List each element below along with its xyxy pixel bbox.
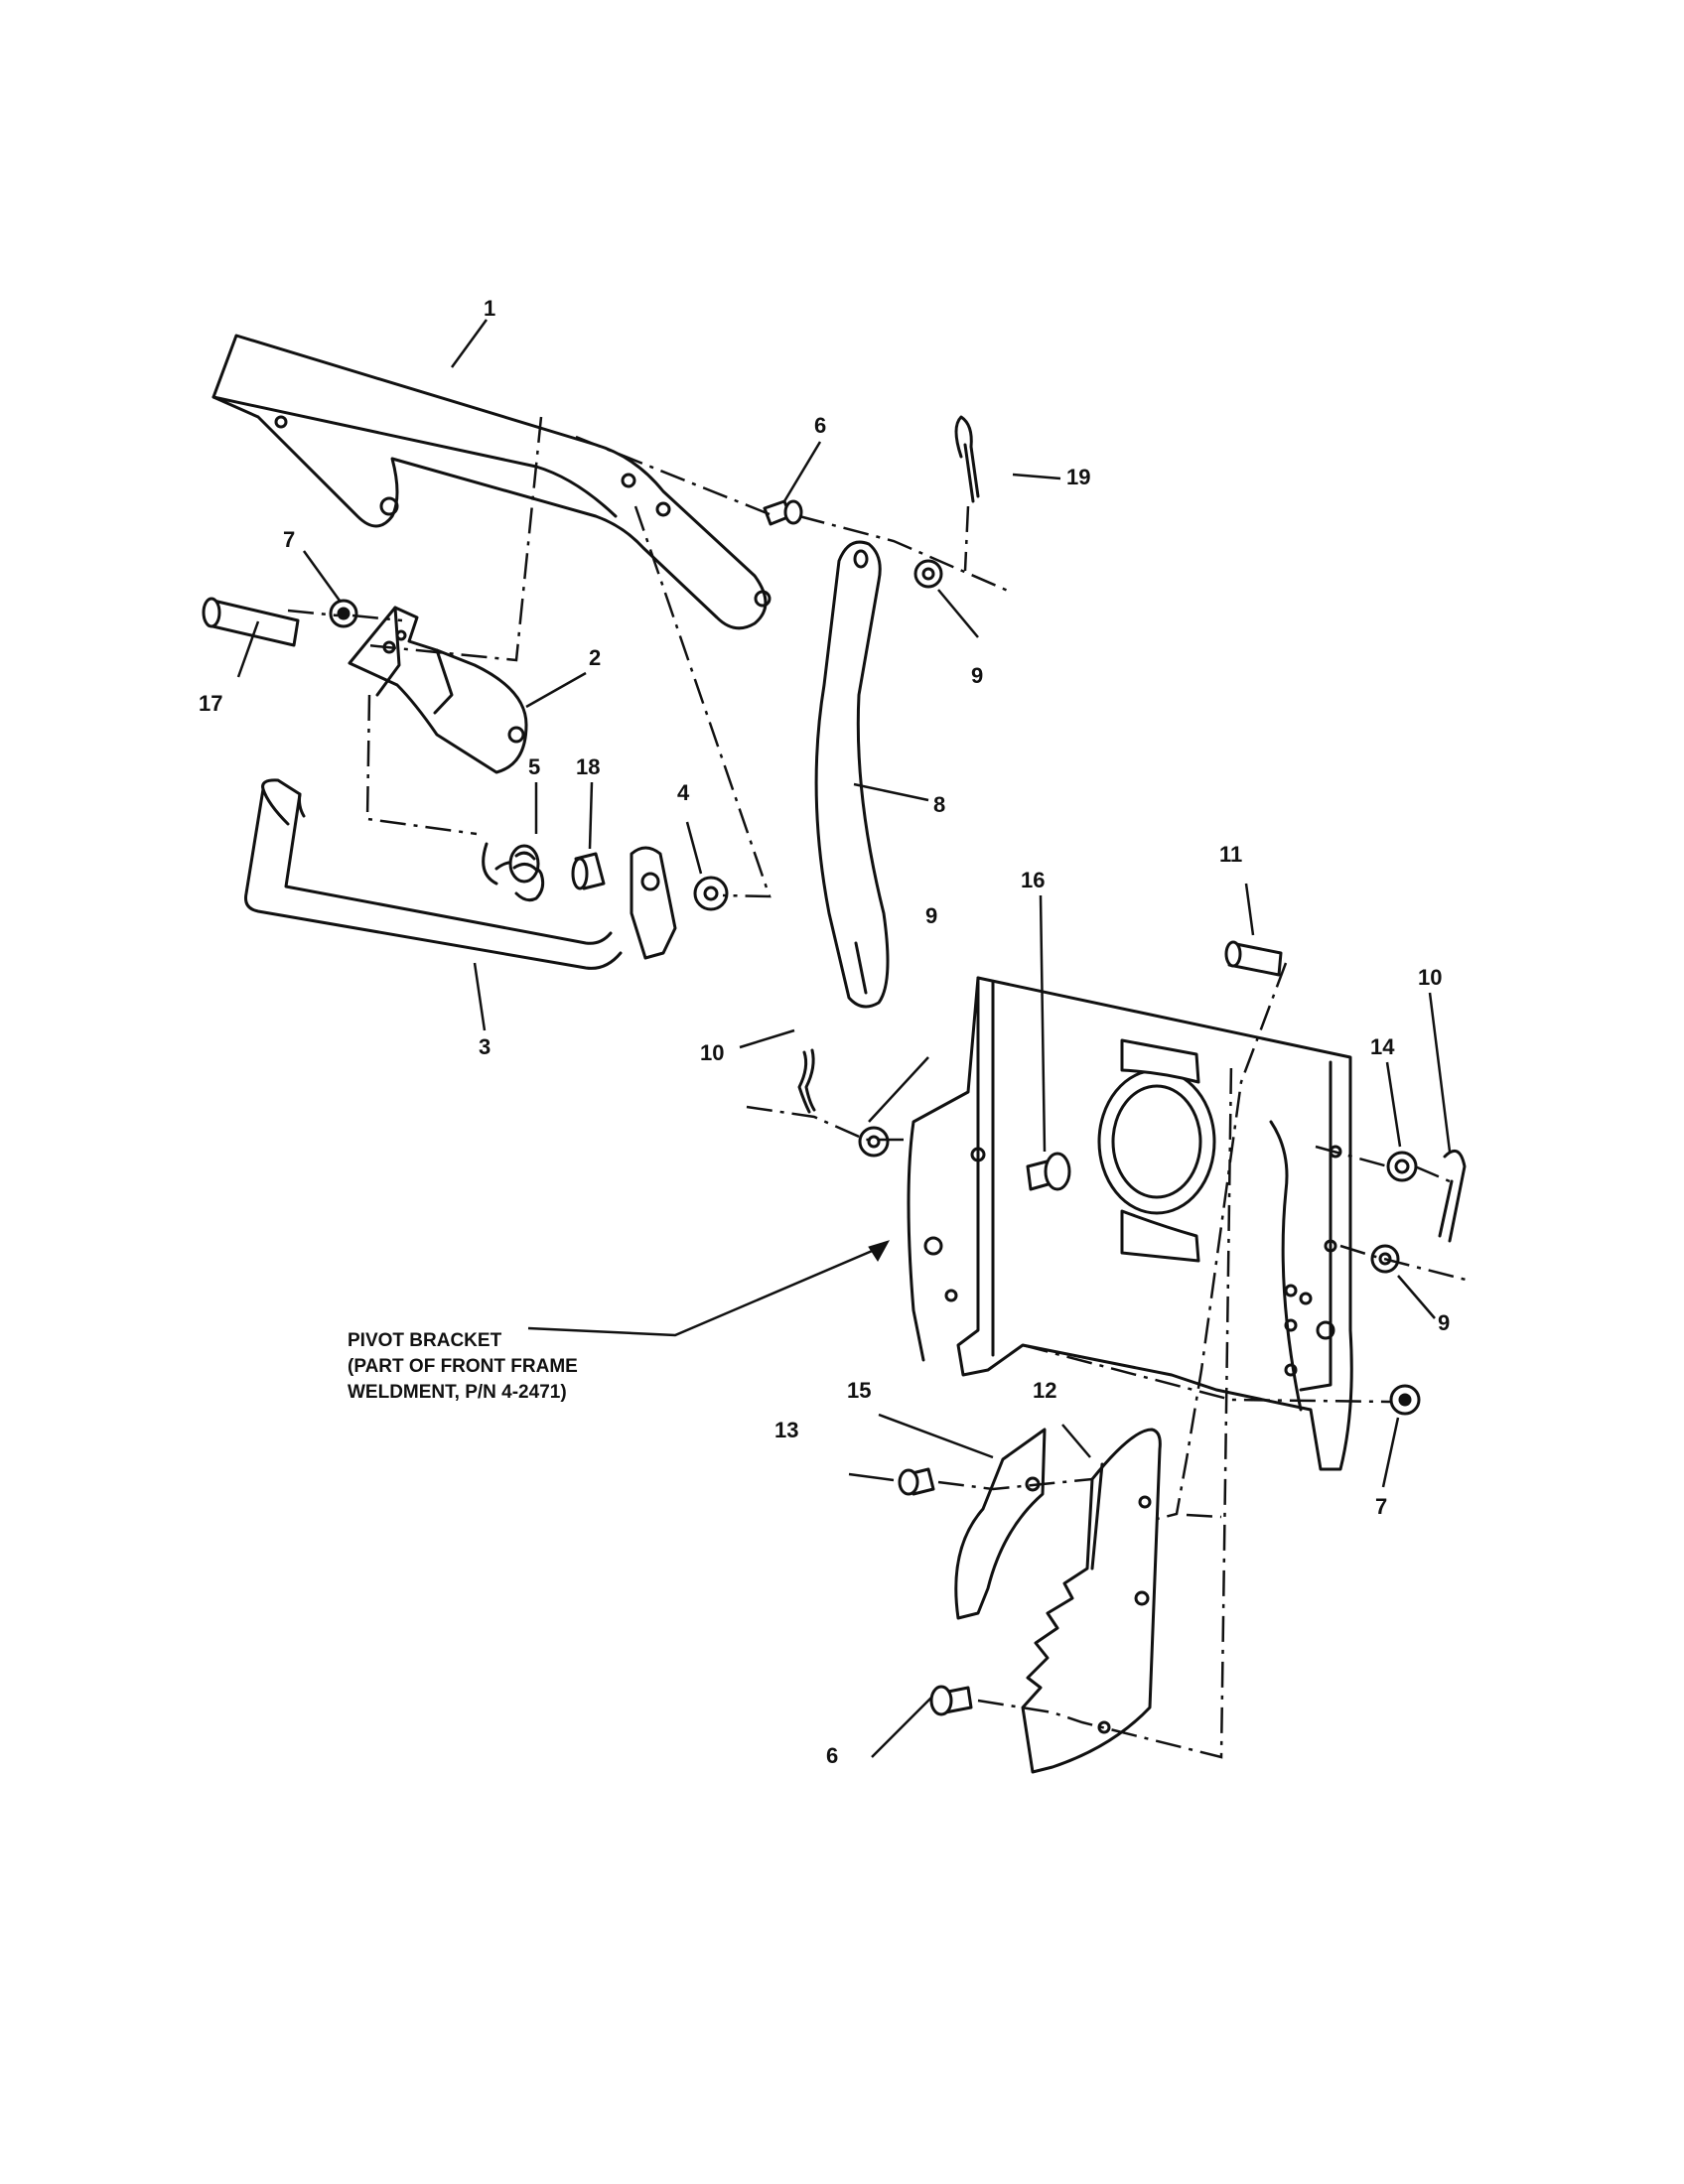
- callout-18: 18: [576, 754, 600, 779]
- part-10-cotter-pin-left: [797, 1048, 816, 1114]
- callout-6-lower: 6: [826, 1743, 838, 1768]
- part-18-spacer: [571, 852, 606, 890]
- part-12-gear-sector: [1021, 1428, 1162, 1774]
- part-17-pin: [202, 597, 300, 647]
- part-9-washer-left: [858, 1126, 890, 1158]
- callout-15: 15: [847, 1378, 871, 1403]
- assembly-lines: [287, 416, 1471, 1759]
- pivot-bracket-note: PIVOT BRACKET (PART OF FRONT FRAME WELDM…: [348, 1330, 578, 1403]
- part-2-bracket: [348, 606, 528, 774]
- pivot-bracket: [907, 976, 1353, 1471]
- callout-5: 5: [528, 754, 540, 779]
- part-19-cotter-pin: [954, 415, 980, 503]
- callout-16: 16: [1021, 868, 1045, 892]
- callout-2: 2: [589, 645, 601, 670]
- part-15-plate: [954, 1428, 1047, 1620]
- callout-labels: 1 2 3 4 5 6 6 7 7 8 9 9 9 10 10 11 12 13…: [199, 296, 1450, 1768]
- callout-9-upper: 9: [971, 663, 983, 688]
- part-14-bushing: [1386, 1151, 1418, 1182]
- part-6-bolt-upper: [763, 499, 803, 526]
- part-1-lever-arm: [211, 334, 772, 630]
- part-8-link-bar: [814, 540, 890, 1009]
- callout-17: 17: [199, 691, 222, 716]
- callout-4: 4: [677, 780, 690, 805]
- note-line-3: WELDMENT, P/N 4-2471): [348, 1382, 567, 1403]
- callout-7-lower: 7: [1375, 1494, 1387, 1519]
- part-4-washer: [693, 876, 729, 911]
- part-16-bolt: [1026, 1152, 1071, 1191]
- part-9-washer-upper: [913, 559, 943, 589]
- part-7-nut-lower: [1389, 1384, 1421, 1416]
- part-9-washer-right: [1370, 1244, 1400, 1274]
- callout-8: 8: [933, 792, 945, 817]
- pivot-plate: [630, 846, 677, 960]
- callout-3: 3: [479, 1034, 491, 1059]
- leader-lines: [236, 319, 1452, 1758]
- part-11-pin: [1224, 940, 1283, 977]
- part-7-nut-upper: [329, 599, 358, 628]
- note-line-2: (PART OF FRONT FRAME: [348, 1356, 578, 1377]
- callout-7-upper: 7: [283, 527, 295, 552]
- part-5-spring: [482, 842, 545, 902]
- callout-12: 12: [1033, 1378, 1056, 1403]
- callout-9-right: 9: [1438, 1310, 1450, 1335]
- part-6-bolt-lower: [929, 1685, 973, 1716]
- callout-11: 11: [1219, 842, 1242, 867]
- callout-1: 1: [484, 296, 495, 321]
- callout-10-right: 10: [1418, 965, 1442, 990]
- callout-9-left: 9: [925, 903, 937, 928]
- callout-13: 13: [774, 1418, 798, 1442]
- part-10-cotter-pin-right: [1438, 1149, 1467, 1243]
- part-3-rod: [244, 778, 623, 970]
- part-13-bolt: [898, 1467, 935, 1496]
- callout-10-left: 10: [700, 1040, 724, 1065]
- callout-6-upper: 6: [814, 413, 826, 438]
- note-line-1: PIVOT BRACKET: [348, 1330, 502, 1351]
- callout-14: 14: [1370, 1034, 1395, 1059]
- callout-19: 19: [1066, 465, 1090, 489]
